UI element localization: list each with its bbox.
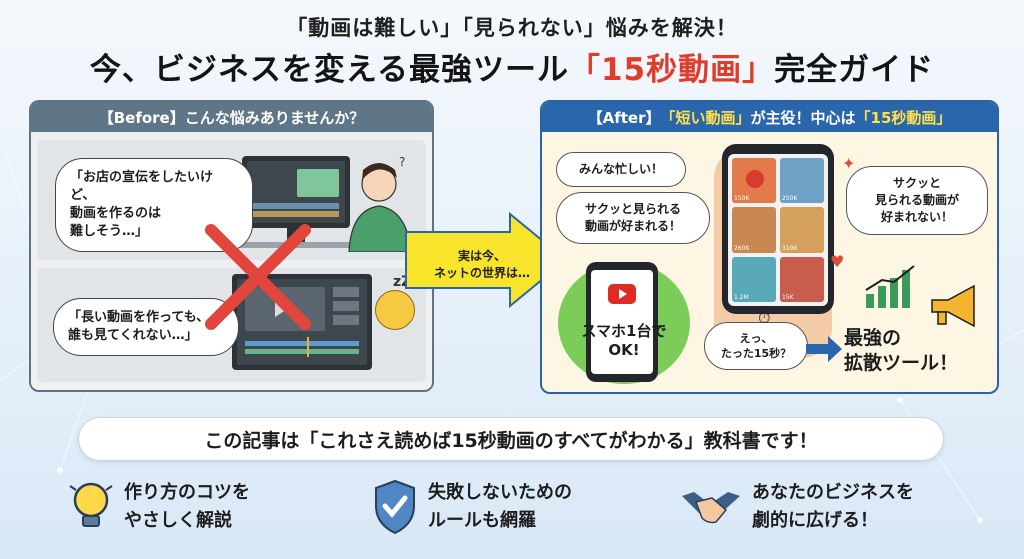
feed-stat-3: 260K [734,244,750,252]
bubble-quick-line1: サクッと見られる [584,202,681,216]
editing-screen [247,161,345,223]
play-button-icon [608,284,636,304]
feature-1: 作り方のコツを やさしく解説 [68,478,250,536]
lightbulb-icon [69,482,113,527]
feed-stat-4: 319K [782,244,798,252]
before-bubble1-line1: 「お店の宣伝をしたいけど、 [70,170,214,203]
bubble-quick: サクッと見られる 動画が好まれる！ [556,192,710,244]
feature-1-line2: やさしく解説 [124,510,232,531]
feature-3-line1: あなたのビジネスを [752,482,914,503]
smartphone-ok-text: スマホ1台で OK! [558,322,690,360]
svg-text:?: ? [399,155,405,169]
feed-thumb-1: 150K [732,158,776,204]
feature-2: 失敗しないための ルールも網羅 [372,478,572,536]
before-panel-body: ? 「お店の宣伝をしたいけど、 動画を作るのは 難しそう…」 [31,132,432,390]
feed-thumb-2: 250K [780,158,824,204]
before-bubble1-line2: 動画を作るのは [70,206,162,221]
bubble-quick-line2: 動画が好まれる！ [584,219,681,233]
arrow-label: 実は今、 ネットの世界は… [422,248,542,282]
summary-banner: この記事は「これさえ読めば15秒動画のすべてがわかる」教科書です！ [78,417,944,461]
desktop-monitor [242,156,350,228]
feature-1-line1: 作り方のコツを [124,482,250,503]
feed-thumb-3: 260K [732,207,776,253]
after-title-hl2: 「15秒動画」 [855,108,952,127]
sparkle-icon: ✦ [842,154,856,173]
strongest-line1: 最強の [844,327,902,349]
bubble-surprise-line2: たった15秒？ [720,347,792,360]
header-subtitle: 「動画は難しい」「見られない」悩みを解決！ [286,16,738,40]
feed-thumb-6: 15K [780,256,824,302]
worried-person-illustration: ? [348,155,412,252]
feed-stat-1: 150K [734,195,750,203]
before-bubble1-line3: 難しそう…」 [70,224,149,239]
after-panel: 【After】「短い動画」が主役！中心は「15秒動画」 150K 250K 26… [540,100,999,394]
smartphone-ok-line1: スマホ1台で [581,322,667,340]
strongest-tool-text: 最強の 拡散ツール！ [844,326,984,376]
after-title-mid: が主役！中心は [750,108,856,127]
after-title-pre: 【After】 [587,108,661,127]
stopwatch-icon: ⏱ [758,308,771,327]
before-bubble2-line1: 「長い動画を作っても、 [68,310,210,325]
video-editor-screen [237,279,367,365]
header-title-highlight: 「15秒動画」 [568,52,775,88]
feature-2-line1: 失敗しないための [428,482,572,503]
before-panel: 【Before】こんな悩みありませんか？ ? 「お店の宣伝をしたいけど [29,100,434,392]
shield-check-icon [375,479,415,535]
feature-3: あなたのビジネスを 劇的に広げる！ [680,478,914,536]
feature-3-line2: 劇的に広げる！ [752,510,878,531]
feed-thumb-4: 319K [780,207,824,253]
bubble-busy: みんな忙しい！ [556,152,686,187]
after-title-hl1: 「短い動画」 [660,108,751,127]
heart-icon: ♥ [830,252,845,271]
header-title-post: 完全ガイド [774,52,935,88]
red-x-icon [205,224,311,330]
handshake-icon [682,492,740,524]
bubble-right-line1: サクッと [892,176,941,190]
after-panel-title: 【After】「短い動画」が主役！中心は「15秒動画」 [542,102,997,132]
video-feed-grid: 150K 250K 260K 319K 1.2M 15K [728,154,828,306]
sleepy-face-icon [375,290,415,330]
bubble-right-line3: 好まれない！ [880,210,953,224]
bubble-surprise: えっ、 たった15秒？ [704,322,808,370]
transition-arrow: 実は今、 ネットの世界は… [402,210,570,310]
header-title: 今、ビジネスを変える最強ツール「15秒動画」完全ガイド [0,44,1024,89]
feed-stat-6: 15K [782,294,794,301]
smartphone-ok-line2: OK! [608,341,640,359]
arrow-label-line1: 実は今、 [457,249,506,263]
video-editor-monitor [232,274,372,370]
before-panel-title: 【Before】こんな悩みありませんか？ [31,102,432,132]
header-title-pre: 今、ビジネスを変える最強ツール [89,52,569,88]
feed-stat-5: 1.2M [734,294,749,301]
bubble-right-line2: 見られる動画が [874,193,959,207]
feed-stat-2: 250K [782,195,798,203]
feed-thumb-5: 1.2M [732,256,776,302]
megaphone-icon [931,284,975,328]
growth-chart-icon [865,265,915,308]
center-smartphone: 150K 250K 260K 319K 1.2M 15K [722,144,834,314]
arrow-label-line2: ネットの世界は… [433,266,530,280]
feature-2-line2: ルールも網羅 [428,510,536,531]
blue-arrow-icon [806,336,842,362]
before-bubble2-line2: 誰も見てくれない…」 [68,328,198,343]
yellow-arrow-icon [405,211,568,309]
before-scene-office: ? 「お店の宣伝をしたいけど、 動画を作るのは 難しそう…」 [37,140,426,260]
strongest-line2: 拡散ツール！ [844,352,959,374]
bubble-right: サクッと 見られる動画が 好まれない！ [846,166,988,235]
small-smartphone [586,262,658,382]
bubble-surprise-line1: えっ、 [739,332,773,345]
